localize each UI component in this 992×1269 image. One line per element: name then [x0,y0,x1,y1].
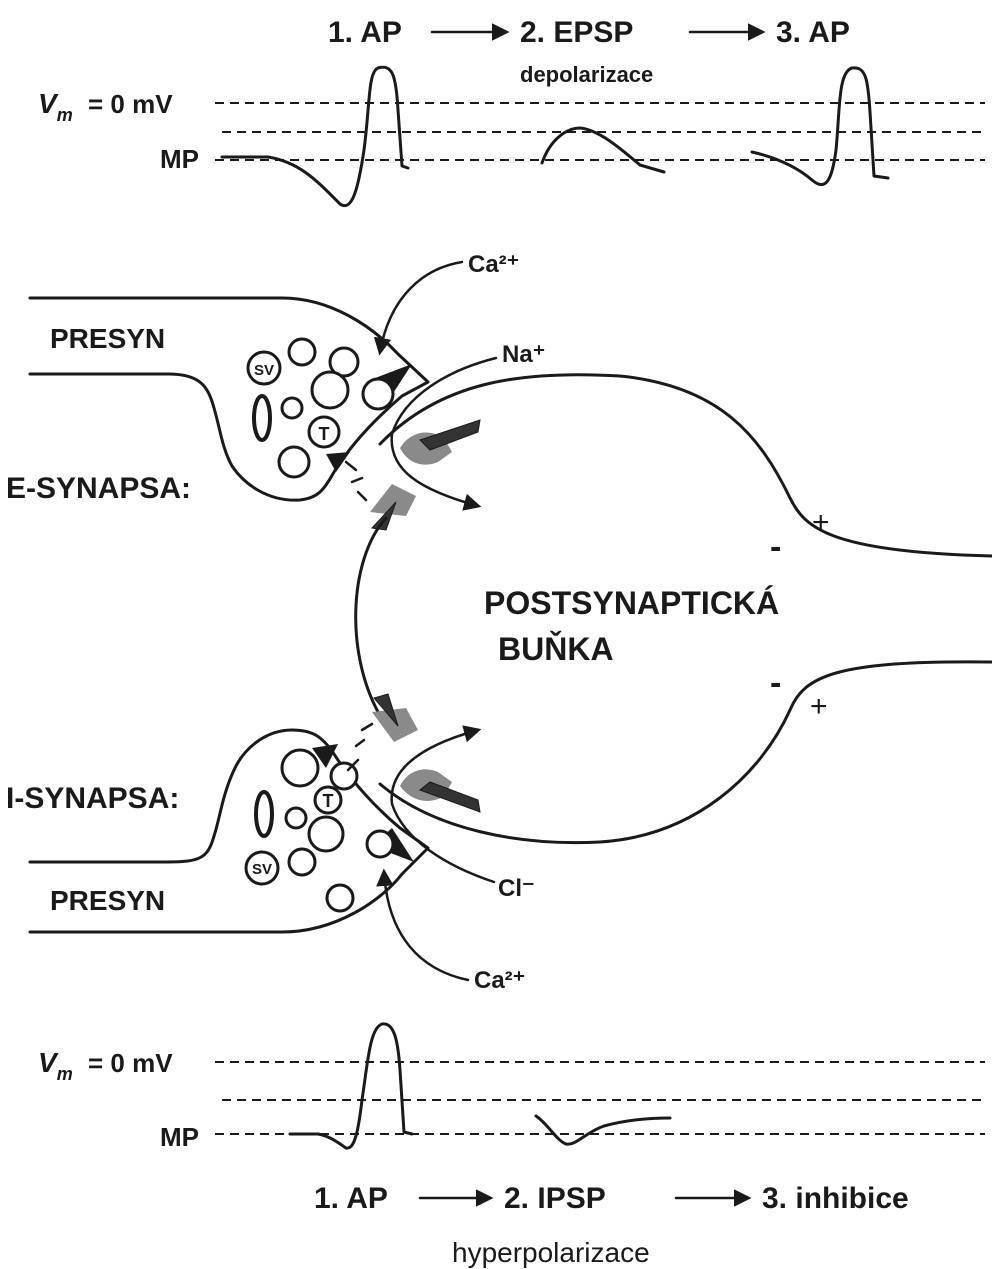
charge-plus-bottom: + [810,690,828,723]
top-ap-1-wave [222,67,408,205]
e-t-label: T [319,424,330,444]
e-ca-label: Ca²⁺ [468,251,519,278]
e-na-label: Na⁺ [502,341,545,368]
postsynaptic-membrane-left [356,518,386,722]
top-epsp-wave [542,128,664,172]
top-step-2: 2. EPSP [520,16,633,49]
e-vesicles: SV T [248,339,393,477]
i-cl-label: Cl⁻ [498,875,535,902]
charge-minus-bottom: - [770,664,781,702]
bottom-vm-value: = 0 mV [88,1048,173,1078]
e-transmitter-release [346,462,366,500]
top-step-1: 1. AP [328,16,402,49]
bottom-note: hyperpolarizace [452,1237,650,1268]
bottom-ipsp-wave [536,1116,670,1144]
i-transmitter-release [348,724,372,770]
i-synapse-title: I-SYNAPSA: [6,782,179,815]
bottom-step-1: 1. AP [314,1182,388,1215]
postsynaptic-cell: POSTSYNAPTICKÁ BUŇKA - + - + [356,375,992,843]
charge-minus-top: - [770,528,781,566]
top-mp-label: MP [160,144,199,174]
charge-plus-top: + [812,506,830,539]
i-synapse: I-SYNAPSA: PRESYN T SV Cl⁻ Ca²⁺ [6,694,535,994]
e-ca-arrow [380,262,462,352]
top-trace: 1. AP 2. EPSP 3. AP depolarizace Vm = 0 … [38,16,985,206]
i-receptors [372,694,480,812]
top-step-3: 3. AP [776,16,850,49]
postsynaptic-title-line2: BUŇKA [498,631,614,667]
bottom-step-2: 2. IPSP [504,1182,606,1215]
top-vm-value: = 0 mV [88,89,173,119]
bottom-mp-label: MP [160,1122,199,1152]
top-vm-label: Vm [38,88,73,125]
bottom-trace: Vm = 0 mV MP 1. AP 2. IPSP 3. inhibice h… [38,1024,985,1268]
i-ca-arrow [384,872,468,980]
e-mitochondrion [254,396,270,440]
i-mitochondrion [256,792,272,836]
i-t-label: T [323,791,334,811]
e-sv-label: SV [254,362,274,379]
i-sv-label: SV [252,861,272,878]
bottom-ap-wave [290,1024,412,1148]
i-ca-label: Ca²⁺ [474,967,525,994]
bottom-vm-label: Vm [38,1047,73,1084]
postsynaptic-membrane-top [380,375,992,556]
e-synapse-title: E-SYNAPSA: [6,472,191,505]
postsynaptic-membrane-bottom [380,662,992,843]
i-vesicles: T SV [246,750,393,911]
i-presyn-label: PRESYN [50,885,165,916]
top-ap-3-wave [752,68,888,185]
postsynaptic-title-line1: POSTSYNAPTICKÁ [484,585,779,621]
bottom-step-3: 3. inhibice [762,1182,909,1215]
e-presyn-label: PRESYN [50,323,165,354]
top-note: depolarizace [520,62,653,87]
